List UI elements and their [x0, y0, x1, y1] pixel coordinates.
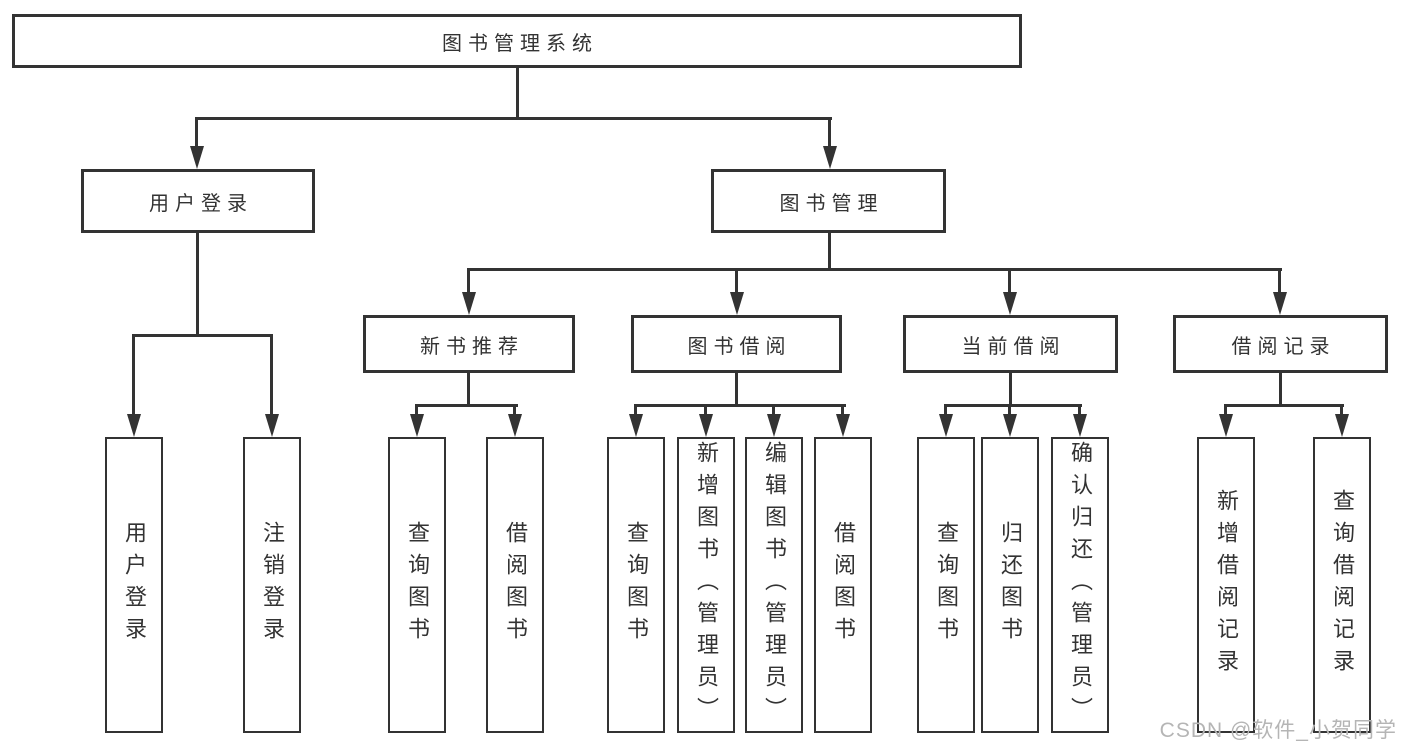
leaf-add-borrow-record: 新增借阅记录 [1197, 437, 1255, 733]
connector-line [841, 404, 844, 416]
connector-line [944, 404, 947, 416]
connector-line [1224, 404, 1344, 407]
connector-line [270, 334, 273, 415]
leaf-query-books-current: 查询图书 [917, 437, 975, 733]
connector-line [1279, 373, 1282, 407]
csdn-watermark: CSDN @软件_小贺同学 [1159, 719, 1397, 742]
arrow-down-icon [190, 146, 204, 169]
connector-line [944, 404, 1082, 407]
connector-line [634, 404, 637, 416]
arrow-down-icon [1073, 414, 1087, 437]
new-book-recommendation-label: 新书推荐 [420, 335, 524, 358]
connector-line [467, 373, 470, 407]
leaf-borrow-books-recommend-label: 借阅图书 [503, 521, 528, 649]
connector-line [1078, 404, 1081, 416]
leaf-query-books-recommend: 查询图书 [388, 437, 446, 733]
connector-line [735, 373, 738, 407]
leaf-borrow-books-label: 借阅图书 [831, 521, 856, 649]
connector-line [195, 117, 198, 149]
arrow-down-icon [939, 414, 953, 437]
arrow-down-icon [1273, 292, 1287, 315]
connector-line [467, 268, 1282, 271]
current-borrowing-label: 当前借阅 [961, 335, 1066, 358]
connector-line [415, 404, 518, 407]
leaf-confirm-return-admin: 确认归还（管理员） [1051, 437, 1109, 733]
leaf-add-books-admin-label: 新增图书（管理员） [694, 441, 719, 729]
leaf-user-login: 用户登录 [105, 437, 163, 733]
connector-line [772, 404, 775, 416]
leaf-add-borrow-record-label: 新增借阅记录 [1214, 489, 1239, 681]
user-login-node: 用户登录 [81, 169, 315, 233]
leaf-query-borrow-record: 查询借阅记录 [1313, 437, 1371, 733]
user-login-label: 用户登录 [149, 192, 253, 215]
connector-line [132, 334, 273, 337]
leaf-query-books-recommend-label: 查询图书 [405, 521, 430, 649]
leaf-borrow-books: 借阅图书 [814, 437, 872, 733]
leaf-query-books-borrow: 查询图书 [607, 437, 665, 733]
book-management-node: 图书管理 [711, 169, 946, 233]
connector-line [513, 404, 516, 416]
leaf-edit-books-admin-label: 编辑图书（管理员） [762, 441, 787, 729]
connector-line [516, 68, 519, 118]
arrow-down-icon [629, 414, 643, 437]
connector-line [196, 233, 199, 336]
arrow-down-icon [127, 414, 141, 437]
arrow-down-icon [1003, 292, 1017, 315]
book-borrowing-label: 图书借阅 [687, 335, 792, 358]
connector-line [828, 117, 831, 149]
connector-line [828, 233, 831, 271]
connector-line [1340, 404, 1343, 416]
arrow-down-icon [1219, 414, 1233, 437]
connector-line [735, 268, 738, 294]
connector-line [1009, 373, 1012, 407]
connector-line [1278, 268, 1281, 294]
arrow-down-icon [767, 414, 781, 437]
connector-line [634, 404, 846, 407]
arrow-down-icon [699, 414, 713, 437]
connector-line [132, 334, 135, 415]
arrow-down-icon [836, 414, 850, 437]
leaf-logout-label: 注销登录 [260, 521, 285, 649]
arrow-down-icon [410, 414, 424, 437]
arrow-down-icon [823, 146, 837, 169]
leaf-logout: 注销登录 [243, 437, 301, 733]
connector-line [1224, 404, 1227, 416]
arrow-down-icon [1003, 414, 1017, 437]
borrowing-records-node: 借阅记录 [1173, 315, 1388, 373]
leaf-add-books-admin: 新增图书（管理员） [677, 437, 735, 733]
connector-line [467, 268, 470, 294]
current-borrowing-node: 当前借阅 [903, 315, 1118, 373]
leaf-confirm-return-admin-label: 确认归还（管理员） [1068, 441, 1093, 729]
connector-line [1008, 268, 1011, 294]
leaf-query-books-borrow-label: 查询图书 [624, 521, 649, 649]
new-book-recommendation-node: 新书推荐 [363, 315, 575, 373]
arrow-down-icon [265, 414, 279, 437]
leaf-edit-books-admin: 编辑图书（管理员） [745, 437, 803, 733]
connector-line [195, 117, 832, 120]
leaf-borrow-books-recommend: 借阅图书 [486, 437, 544, 733]
system-root-label: 图书管理系统 [442, 32, 598, 55]
leaf-user-login-label: 用户登录 [122, 521, 147, 649]
arrow-down-icon [462, 292, 476, 315]
connector-line [415, 404, 418, 416]
system-root-node: 图书管理系统 [12, 14, 1022, 68]
arrow-down-icon [730, 292, 744, 315]
leaf-query-books-current-label: 查询图书 [934, 521, 959, 649]
leaf-return-books: 归还图书 [981, 437, 1039, 733]
arrow-down-icon [508, 414, 522, 437]
book-management-label: 图书管理 [779, 192, 884, 215]
leaf-return-books-label: 归还图书 [998, 521, 1023, 649]
borrowing-records-label: 借阅记录 [1231, 335, 1336, 358]
connector-line [704, 404, 707, 416]
leaf-query-borrow-record-label: 查询借阅记录 [1330, 489, 1355, 681]
arrow-down-icon [1335, 414, 1349, 437]
connector-line [1008, 404, 1011, 416]
book-borrowing-node: 图书借阅 [631, 315, 842, 373]
